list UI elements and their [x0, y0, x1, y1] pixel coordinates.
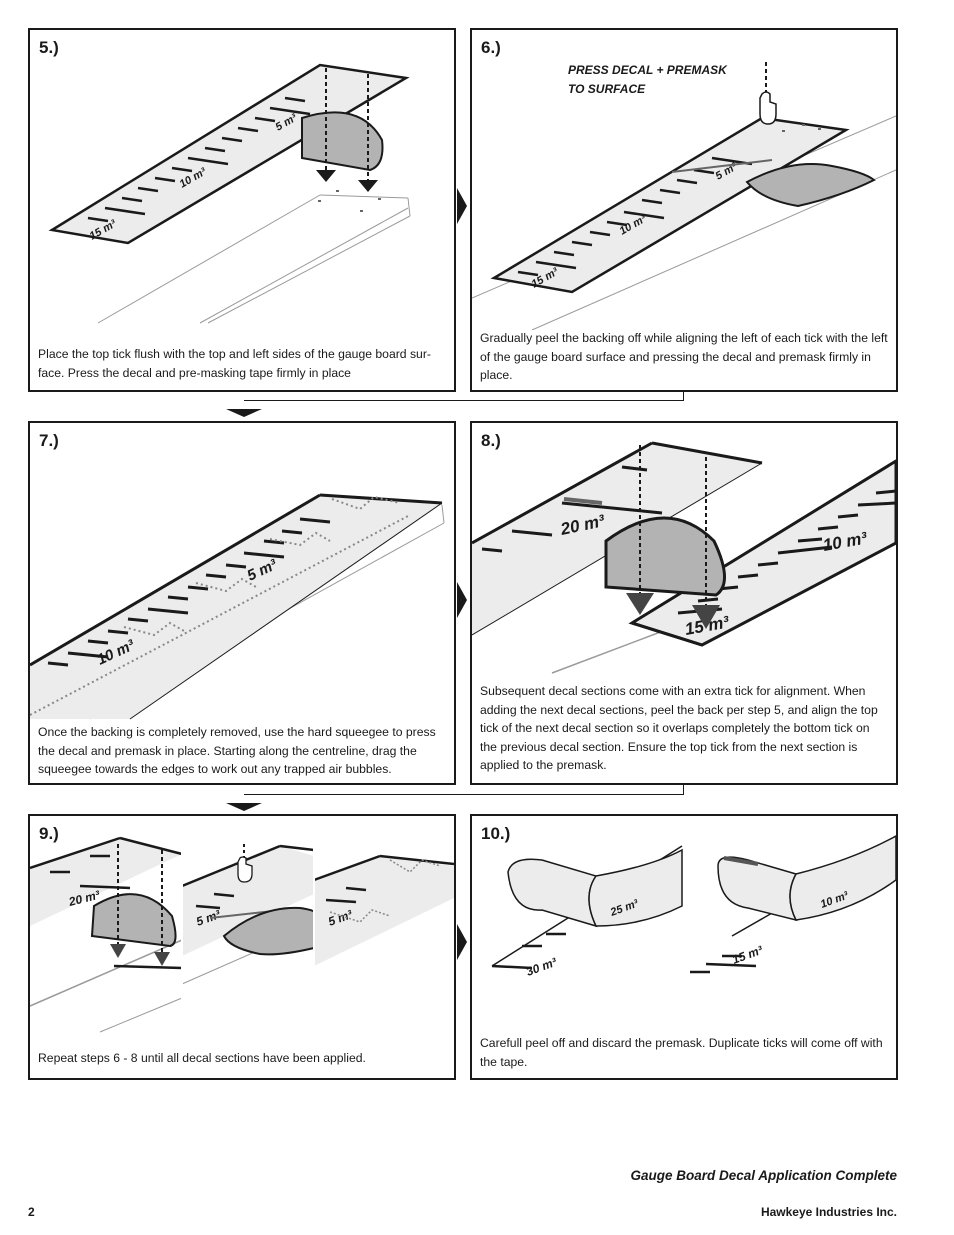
step-6-panel: 6.) PRESS DECAL + PREMASK TO SURFACE 5 m… — [470, 28, 898, 392]
step-5-number: 5.) — [39, 38, 59, 57]
page-number: 2 — [28, 1205, 35, 1219]
step-8-caption: Subsequent decal sections come with an e… — [480, 684, 878, 772]
step-5-panel: 5.) 5 m³ 10 m³ 15 m³ — [28, 28, 456, 392]
flow-arrow-5-6 — [457, 188, 467, 224]
step-6-caption: Gradually peel the backing off while ali… — [480, 331, 888, 382]
completion-title: Gauge Board Decal Application Complete — [630, 1168, 897, 1183]
step-6-callout-line-1: PRESS DECAL + PREMASK — [568, 63, 727, 77]
step-7-caption: Once the backing is completely removed, … — [38, 725, 436, 776]
step-5-illustration: 5 m³ 10 m³ 15 m³ — [48, 63, 411, 324]
step-10-caption: Carefull peel off and discard the premas… — [480, 1036, 883, 1069]
step-9-panel: 9.) 20 m³ — [28, 814, 456, 1080]
step-10-illustration: 30 m³ 25 m³ 15 m³ 10 m³ — [491, 835, 896, 984]
step-6-number: 6.) — [481, 38, 501, 57]
flow-arrow-8-9 — [226, 803, 262, 811]
flow-connector-8-9-drop — [683, 785, 684, 795]
step-8-number: 8.) — [481, 431, 501, 450]
step-6-illustration: 5 m³ 10 m³ 15 m³ — [472, 62, 896, 330]
flow-connector-8-9 — [244, 794, 684, 795]
step-7-illustration: 5 m³ 10 m³ — [30, 493, 445, 720]
flow-arrow-6-7 — [226, 409, 262, 417]
company-name: Hawkeye Industries Inc. — [760, 1205, 897, 1219]
step-8-illustration: 10 m³ 15 m³ 20 m³ — [472, 441, 896, 674]
step-10-panel: 10.) 30 m³ 25 m³ 15 m³ 10 m³ Carefull pe… — [470, 814, 898, 1080]
flow-connector-6-7 — [244, 400, 684, 401]
step-5-caption: Place the top tick flush with the top an… — [38, 347, 431, 380]
step-9-caption: Repeat steps 6 - 8 until all decal secti… — [38, 1051, 366, 1065]
step-10-number: 10.) — [481, 824, 511, 843]
step-9-illustration: 20 m³ 5 m³ — [30, 836, 454, 1036]
flow-arrow-7-8 — [457, 582, 467, 618]
step-9-number: 9.) — [39, 824, 59, 843]
step-6-callout: PRESS DECAL + PREMASK TO SURFACE — [568, 61, 727, 99]
flow-arrow-9-10 — [457, 924, 467, 960]
flow-connector-6-7-drop — [683, 392, 684, 401]
step-7-panel: 7.) 5 m³ 10 m³ — [28, 421, 456, 785]
step-8-panel: 8.) 10 m³ 15 m³ — [470, 421, 898, 785]
step-6-callout-line-2: TO SURFACE — [568, 82, 646, 96]
step-7-number: 7.) — [39, 431, 59, 450]
